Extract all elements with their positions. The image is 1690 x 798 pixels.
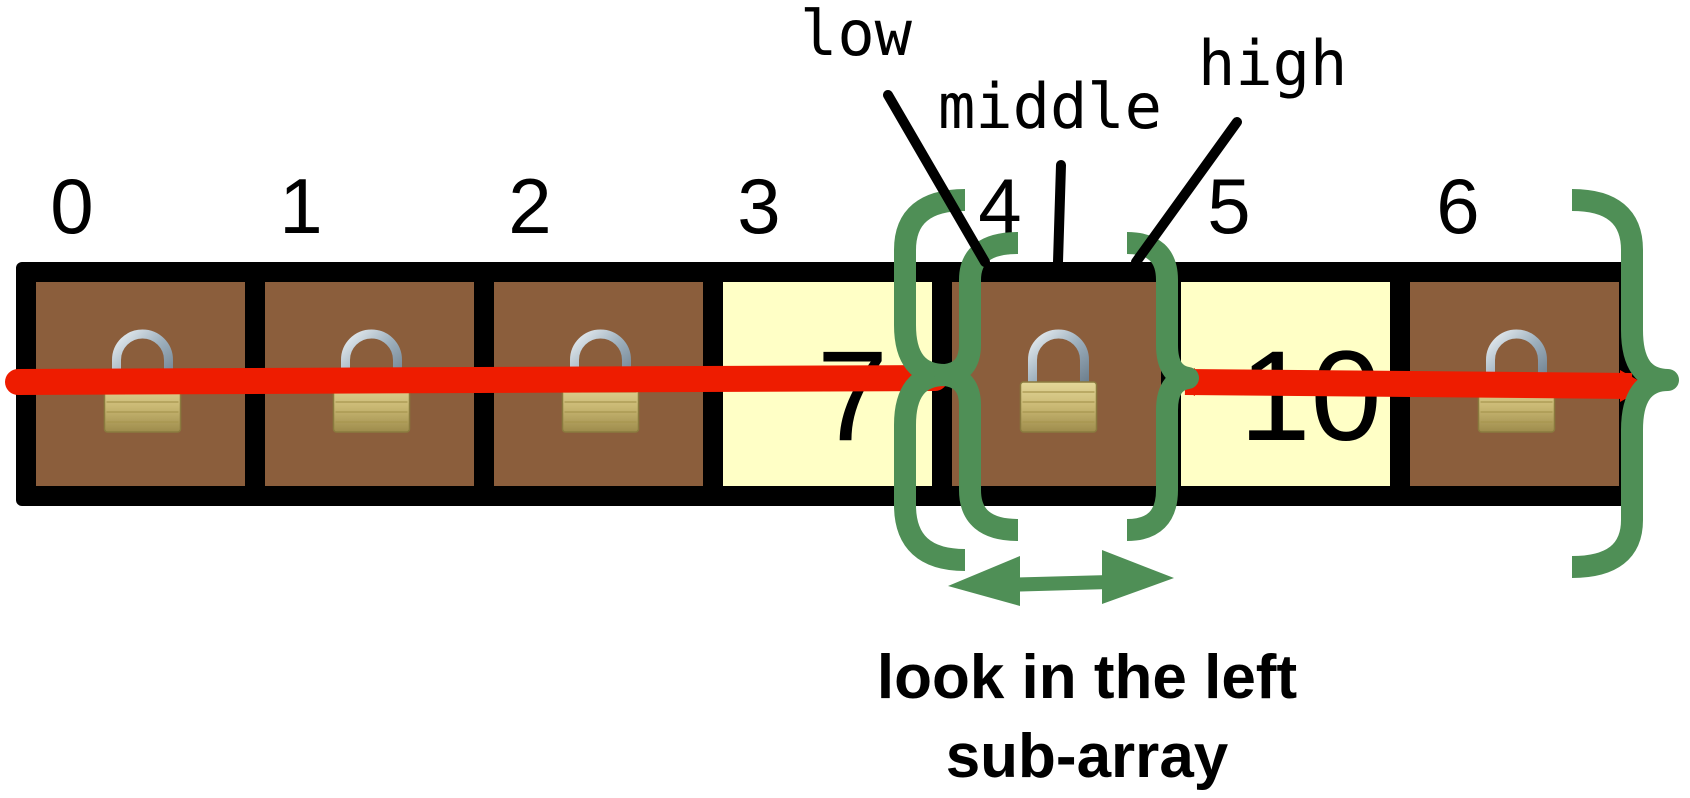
caption-line-2: sub-array <box>946 722 1229 791</box>
high-pointer-line <box>1131 117 1242 267</box>
index-label: 5 <box>1207 162 1250 250</box>
index-label: 0 <box>50 162 93 250</box>
double-arrow-icon <box>948 550 1174 606</box>
inner-left-brace <box>934 232 1019 541</box>
index-label: 2 <box>508 162 551 250</box>
low-label: low <box>800 0 913 70</box>
inner-right-brace <box>1126 232 1199 541</box>
eliminated-line-right <box>1184 369 1633 399</box>
pointer-lines <box>883 90 1242 267</box>
cell-value: 7 <box>817 325 888 468</box>
outer-right-brace <box>1571 189 1679 578</box>
brackets <box>894 189 1679 578</box>
index-label: 6 <box>1436 162 1479 250</box>
index-label: 3 <box>737 162 780 250</box>
middle-label: middle <box>938 70 1162 143</box>
array-cell <box>952 282 1161 486</box>
caption-line-1: look in the left <box>877 643 1297 712</box>
middle-pointer-line <box>1053 160 1066 267</box>
low-pointer-line <box>883 90 990 267</box>
high-label: high <box>1198 27 1347 100</box>
index-label: 1 <box>279 162 322 250</box>
eliminated-line-left <box>5 365 948 395</box>
